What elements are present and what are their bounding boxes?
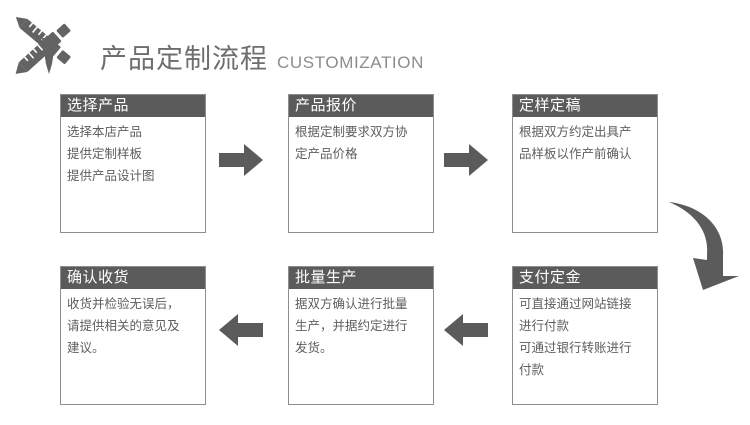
flow-step-line: 发货。 xyxy=(295,341,333,355)
page-title-cn: 产品定制流程 xyxy=(100,44,268,74)
flow-step-line: 付款 xyxy=(519,363,545,377)
flow-step-1-body: 选择本店产品 提供定制样板 提供产品设计图 xyxy=(61,117,205,193)
flow-step-6-body: 收货并检验无误后， 请提供相关的意见及 建议。 xyxy=(61,289,205,365)
flow-step-3[interactable]: 定样定稿 根据双方约定出具产 品样板以作产前确认 xyxy=(512,94,658,233)
flow-step-line: 定产品价格 xyxy=(295,147,358,161)
arrow-left-icon xyxy=(444,313,488,347)
arrow-curve-down-left-icon xyxy=(663,198,747,290)
flow-step-6-title: 确认收货 xyxy=(61,267,205,289)
flow-step-4-body: 可直接通过网站链接 进行付款 可通过银行转账进行 付款 xyxy=(513,289,657,387)
flow-step-line: 可通过银行转账进行 xyxy=(519,341,632,355)
design-tools-icon xyxy=(8,8,88,80)
flow-step-line: 请提供相关的意见及 xyxy=(67,319,180,333)
arrow-right-icon xyxy=(219,143,263,177)
flow-step-5-body: 据双方确认进行批量 生产，并据约定进行 发货。 xyxy=(289,289,433,365)
arrow-right-icon xyxy=(444,143,488,177)
flow-step-line: 选择本店产品 xyxy=(67,125,143,139)
flow-step-line: 品样板以作产前确认 xyxy=(519,147,632,161)
flow-step-line: 据双方确认进行批量 xyxy=(295,297,408,311)
flow-step-2[interactable]: 产品报价 根据定制要求双方协 定产品价格 xyxy=(288,94,434,233)
flow-step-1-title: 选择产品 xyxy=(61,95,205,117)
flow-step-line: 根据定制要求双方协 xyxy=(295,125,408,139)
flow-step-5[interactable]: 批量生产 据双方确认进行批量 生产，并据约定进行 发货。 xyxy=(288,266,434,405)
flow-step-line: 进行付款 xyxy=(519,319,570,333)
flow-step-line: 提供定制样板 xyxy=(67,147,143,161)
flow-step-line: 根据双方约定出具产 xyxy=(519,125,632,139)
flow-step-2-body: 根据定制要求双方协 定产品价格 xyxy=(289,117,433,171)
flow-step-4[interactable]: 支付定金 可直接通过网站链接 进行付款 可通过银行转账进行 付款 xyxy=(512,266,658,405)
flow-step-line: 建议。 xyxy=(67,341,105,355)
flow-step-5-title: 批量生产 xyxy=(289,267,433,289)
page-header: 产品定制流程 CUSTOMIZATION xyxy=(0,0,750,88)
flow-step-3-body: 根据双方约定出具产 品样板以作产前确认 xyxy=(513,117,657,171)
arrow-left-icon xyxy=(219,313,263,347)
page-title-en: CUSTOMIZATION xyxy=(277,53,424,72)
flow-step-1[interactable]: 选择产品 选择本店产品 提供定制样板 提供产品设计图 xyxy=(60,94,206,233)
flow-step-4-title: 支付定金 xyxy=(513,267,657,289)
flow-step-line: 提供产品设计图 xyxy=(67,169,155,183)
flow-step-6[interactable]: 确认收货 收货并检验无误后， 请提供相关的意见及 建议。 xyxy=(60,266,206,405)
flow-step-2-title: 产品报价 xyxy=(289,95,433,117)
flow-step-line: 收货并检验无误后， xyxy=(67,297,180,311)
flow-step-line: 可直接通过网站链接 xyxy=(519,297,632,311)
flow-step-3-title: 定样定稿 xyxy=(513,95,657,117)
flow-step-line: 生产，并据约定进行 xyxy=(295,319,408,333)
page-title: 产品定制流程 CUSTOMIZATION xyxy=(100,46,424,73)
